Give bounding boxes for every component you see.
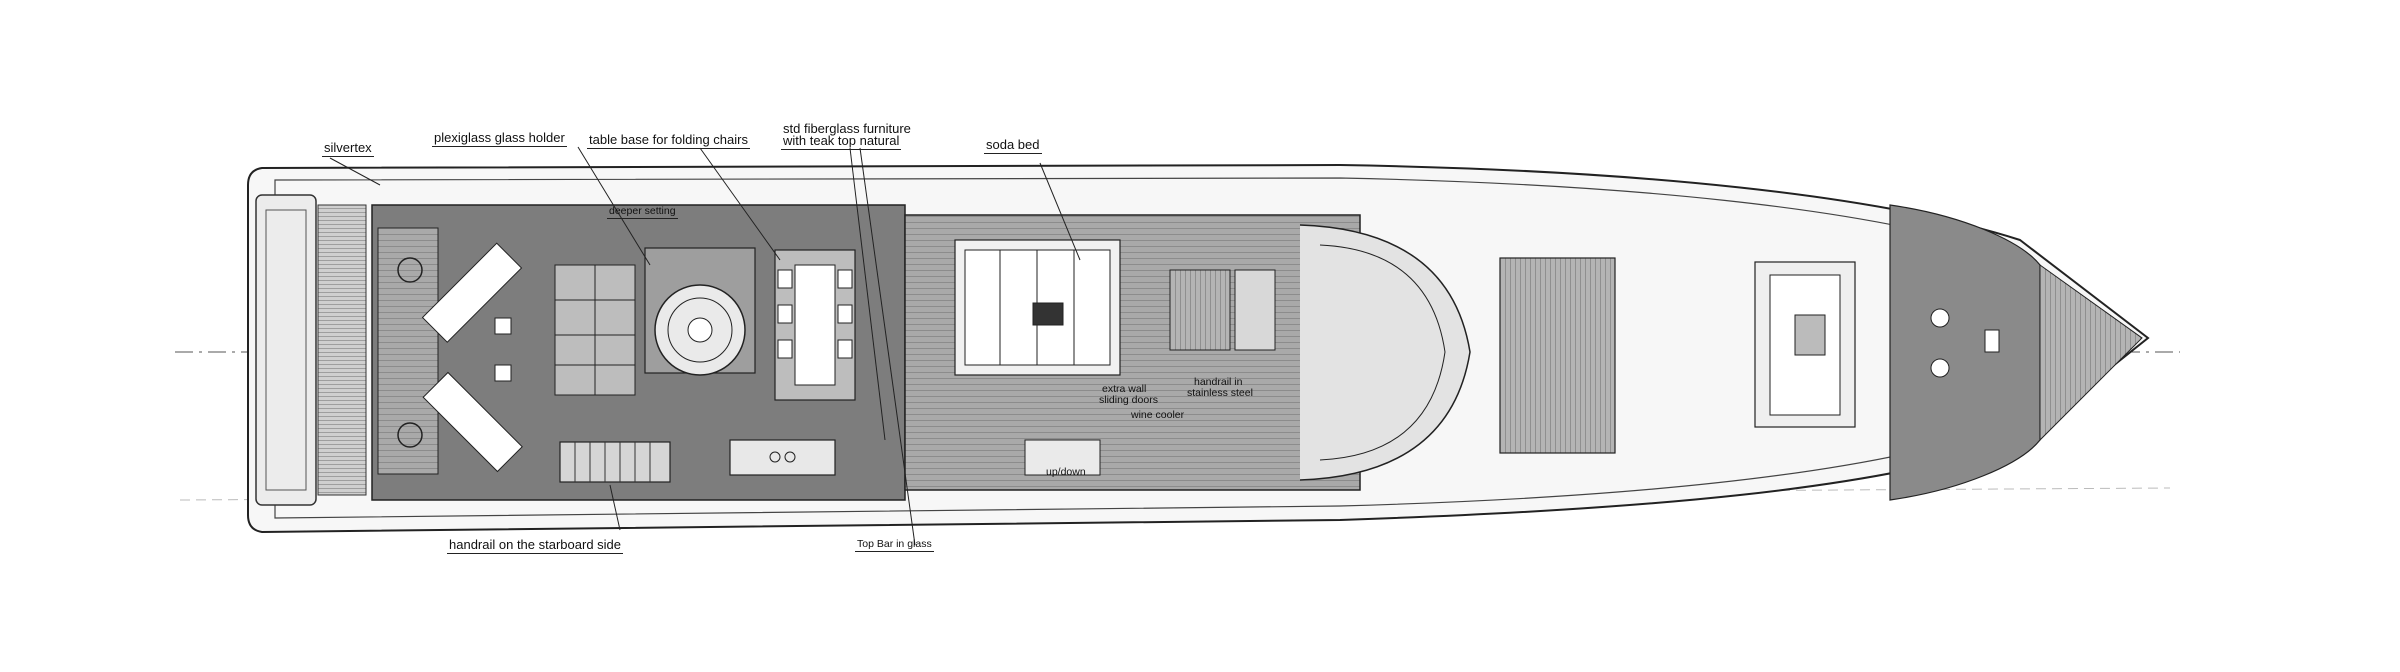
callout-extra-wall-line1: extra wall (1102, 383, 1147, 395)
callout-wine-cooler: wine cooler (1131, 409, 1185, 421)
callout-handrail-starboard: handrail on the starboard side (447, 537, 624, 554)
callout-std-furniture-line2: with teak top natural (781, 133, 902, 150)
stern-steps (317, 204, 367, 496)
foredeck-pad (1499, 257, 1616, 454)
swim-platform (255, 194, 317, 506)
callout-up-down: up/down (1046, 466, 1086, 478)
callout-soda-bed: soda bed (984, 137, 1042, 154)
stairs (559, 441, 671, 483)
callout-silvertex: silvertex (322, 140, 374, 157)
callout-table-base: table base for folding chairs (587, 132, 750, 149)
bow-tip (2039, 264, 2143, 442)
sunpad-upper (421, 242, 523, 343)
windlass-lower (1930, 358, 1950, 378)
callout-handrail-steel-line1: handrail in (1194, 376, 1243, 388)
bow-deck (1889, 204, 2041, 501)
callout-plexiglass-glass-holder: plexiglass glass holder (432, 130, 567, 147)
sunpad-lower (422, 371, 523, 473)
callout-handrail-steel-line2: stainless steel (1187, 387, 1253, 399)
callout-top-bar-glass: Top Bar in glass (855, 538, 934, 552)
callout-extra-wall-line2: sliding doors (1099, 394, 1158, 406)
windshield (1299, 224, 1471, 481)
updown-unit (1024, 439, 1101, 476)
callout-deeper-setting: deeper setting (607, 205, 678, 219)
windlass-upper (1930, 308, 1950, 328)
callout-std-furniture-line1: std fiberglass furniture (783, 121, 911, 136)
top-bar (729, 439, 836, 476)
